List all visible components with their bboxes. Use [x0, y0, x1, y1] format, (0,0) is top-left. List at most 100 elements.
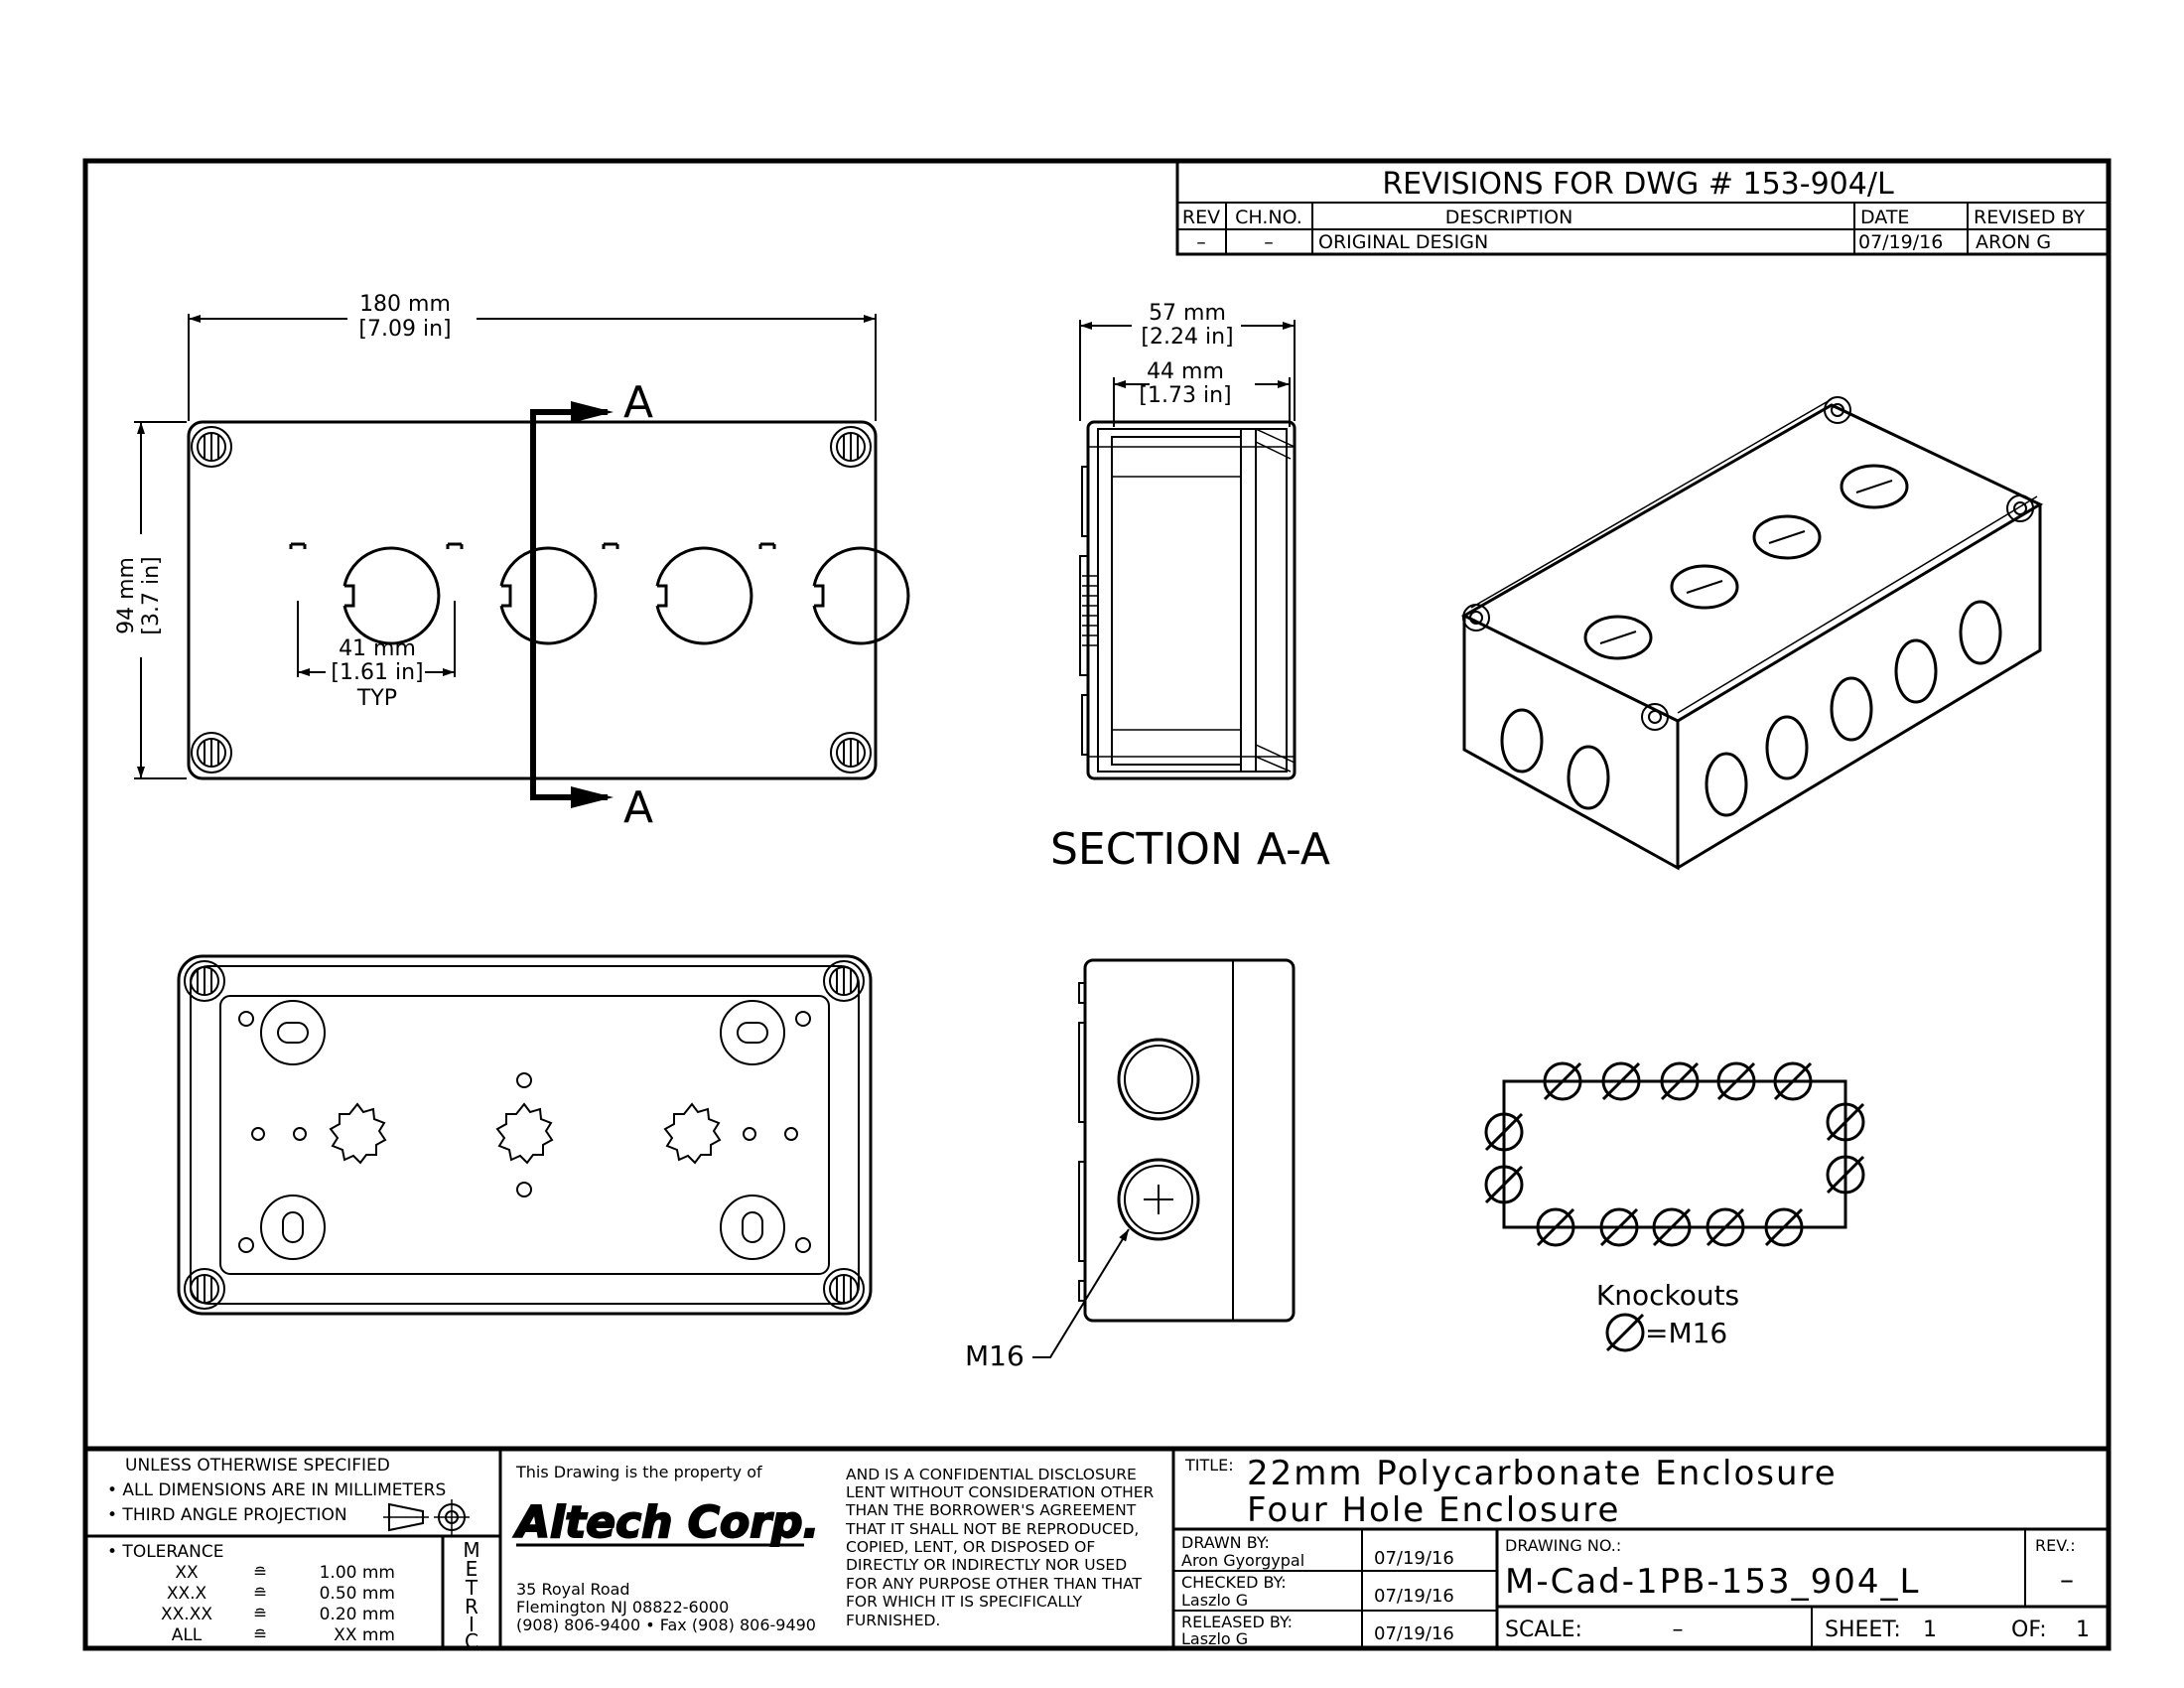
tol-sym-4: ≘	[253, 1625, 267, 1645]
pitch-dim-note: TYP	[356, 686, 397, 711]
chno-value: –	[1264, 231, 1274, 253]
revisions-table: REVISIONS FOR DWG # 153-904/L REV CH.NO.…	[1175, 159, 2111, 256]
title-block: UNLESS OTHERWISE SPECIFIED • ALL DIMENSI…	[85, 1446, 2109, 1653]
sheet-value: 1	[1923, 1618, 1937, 1642]
section-caption: SECTION A-A	[1050, 824, 1330, 875]
isometric-view	[1460, 396, 2044, 871]
company-logo: Altech Corp.	[513, 1497, 819, 1548]
drawing-no-label: DRAWING NO.:	[1505, 1536, 1621, 1555]
third-angle-projection-symbol	[383, 1499, 470, 1535]
tolerance-heading: • TOLERANCE	[107, 1542, 224, 1562]
knockout-legend-symbol	[1605, 1313, 1645, 1352]
checked-date: 07/19/16	[1374, 1586, 1454, 1607]
height-dim-in: [3.7 in]	[139, 556, 164, 634]
released-by-label: RELEASED BY:	[1181, 1613, 1293, 1631]
drawn-date: 07/19/16	[1374, 1548, 1454, 1569]
rev-value: –	[1196, 231, 1206, 253]
date-value: 07/19/16	[1858, 231, 1943, 253]
knockouts-legend: =M16	[1645, 1317, 1727, 1349]
drawn-by-label: DRAWN BY:	[1181, 1533, 1270, 1552]
knockouts-view: Knockouts =M16	[1484, 1061, 1865, 1352]
rev-value: –	[2060, 1563, 2074, 1596]
property-note: This Drawing is the property of	[515, 1463, 762, 1481]
svg-text:T: T	[465, 1576, 478, 1600]
of-value: 1	[2076, 1618, 2090, 1642]
svg-text:R: R	[465, 1595, 478, 1618]
company-address1: 35 Royal Road	[516, 1580, 630, 1599]
scale-label: SCALE:	[1505, 1618, 1582, 1642]
button-hole-2	[446, 542, 598, 645]
description-value: ORIGINAL DESIGN	[1318, 231, 1488, 253]
outer-depth-mm: 57 mm	[1149, 301, 1226, 326]
revisions-heading: REVISIONS FOR DWG # 153-904/L	[1382, 167, 1894, 202]
tol-val-3: 0.20 mm	[320, 1605, 395, 1624]
svg-text:DIRECTLY OR INDIRECTLY NOR USE: DIRECTLY OR INDIRECTLY NOR USED	[846, 1556, 1127, 1574]
company-phone: (908) 806-9400 • Fax (908) 806-9490	[516, 1616, 816, 1634]
height-dim-mm: 94 mm	[114, 557, 139, 634]
notes-line3: • THIRD ANGLE PROJECTION	[107, 1505, 347, 1525]
tol-sym-1: ≘	[253, 1563, 267, 1583]
outer-depth-in: [2.24 in]	[1141, 325, 1233, 350]
checked-by-label: CHECKED BY:	[1181, 1573, 1287, 1592]
svg-text:FURNISHED.: FURNISHED.	[846, 1612, 940, 1629]
button-hole-4	[758, 542, 910, 645]
drawn-by-name: Aron Gyorgypal	[1181, 1551, 1304, 1570]
title-line1: 22mm Polycarbonate Enclosure	[1247, 1454, 1838, 1493]
button-hole-3	[602, 542, 753, 645]
tol-val-2: 0.50 mm	[320, 1584, 395, 1604]
width-dim-mm: 180 mm	[359, 292, 451, 317]
front-view: 180 mm [7.09 in] 94 mm [3.7 in] 41 mm [1…	[109, 288, 910, 833]
col-date: DATE	[1860, 207, 1909, 228]
section-view: 57 mm [2.24 in] 44 mm [1.73 in] SECTION …	[1050, 298, 1330, 875]
revised-by-value: ARON G	[1976, 231, 2051, 253]
button-hole-1	[289, 542, 441, 645]
svg-text:AND IS A CONFIDENTIAL DISCLOSU: AND IS A CONFIDENTIAL DISCLOSURE	[846, 1466, 1137, 1483]
pitch-dim-in: [1.61 in]	[331, 660, 423, 685]
tol-fmt-2: XX.X	[167, 1584, 207, 1604]
company-address2: Flemington NJ 08822-6000	[516, 1598, 729, 1617]
tol-fmt-1: XX	[175, 1563, 199, 1583]
tol-val-4: XX mm	[334, 1625, 395, 1645]
title-label: TITLE:	[1184, 1456, 1234, 1475]
checked-by-name: Laszlo G	[1181, 1591, 1248, 1610]
section-mark-bottom: A	[623, 782, 653, 833]
knockouts-label: Knockouts	[1596, 1279, 1739, 1312]
disclosure-text: AND IS A CONFIDENTIAL DISCLOSURE LENT WI…	[845, 1466, 1155, 1629]
drawing-frame	[82, 158, 2112, 1651]
svg-text:FOR ANY PURPOSE OTHER THAN THA: FOR ANY PURPOSE OTHER THAN THAT	[846, 1575, 1143, 1593]
title-line2: Four Hole Enclosure	[1247, 1490, 1620, 1530]
svg-text:LENT WITHOUT CONSIDERATION OTH: LENT WITHOUT CONSIDERATION OTHER	[846, 1483, 1155, 1501]
scale-value: –	[1673, 1618, 1684, 1642]
of-label: OF:	[2011, 1618, 2047, 1642]
rev-label: REV.:	[2035, 1536, 2076, 1555]
pitch-dim-mm: 41 mm	[339, 636, 416, 661]
section-mark-top: A	[623, 377, 653, 428]
svg-text:THAT IT SHALL NOT BE REPRODUCE: THAT IT SHALL NOT BE REPRODUCED,	[845, 1520, 1139, 1538]
notes-line1: UNLESS OTHERWISE SPECIFIED	[125, 1456, 390, 1476]
svg-text:I: I	[469, 1613, 475, 1636]
tol-sym-2: ≘	[253, 1584, 267, 1604]
tol-sym-3: ≘	[253, 1605, 267, 1624]
sheet-label: SHEET:	[1825, 1618, 1901, 1642]
svg-text:C: C	[465, 1629, 478, 1653]
inner-depth-in: [1.73 in]	[1139, 383, 1231, 408]
col-rev: REV	[1182, 207, 1220, 228]
metric-label: M E T R I C	[463, 1538, 479, 1653]
svg-text:THAN THE BORROWER'S AGREEMENT: THAN THE BORROWER'S AGREEMENT	[845, 1501, 1137, 1519]
m16-callout: M16	[965, 1339, 1024, 1372]
col-chno: CH.NO.	[1235, 207, 1302, 228]
released-by-name: Laszlo G	[1181, 1629, 1248, 1648]
svg-text:FOR WHICH IT IS SPECIFICALLY: FOR WHICH IT IS SPECIFICALLY	[846, 1593, 1083, 1611]
width-dim-in: [7.09 in]	[358, 317, 451, 342]
notes-line2: • ALL DIMENSIONS ARE IN MILLIMETERS	[107, 1480, 446, 1500]
rear-view	[177, 954, 873, 1316]
svg-text:E: E	[466, 1557, 478, 1581]
drawing-no: M-Cad-1PB-153_904_L	[1505, 1562, 1921, 1602]
svg-text:M: M	[463, 1538, 479, 1562]
col-revised-by: REVISED BY	[1974, 207, 2086, 228]
svg-text:COPIED, LENT, OR DISPOSED OF: COPIED, LENT, OR DISPOSED OF	[846, 1538, 1095, 1556]
side-view: M16	[965, 958, 1296, 1372]
col-description: DESCRIPTION	[1445, 207, 1573, 228]
tol-fmt-4: ALL	[172, 1625, 203, 1645]
